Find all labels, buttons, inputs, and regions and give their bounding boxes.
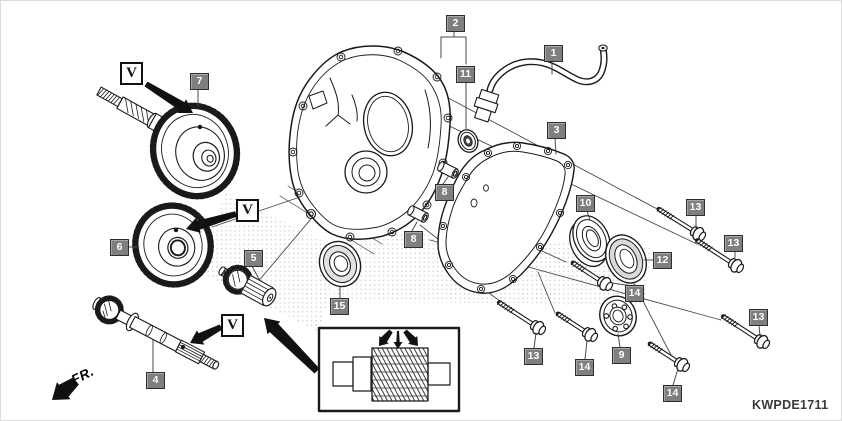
callout-label-14[interactable]: 14 xyxy=(625,285,644,302)
pinion-gear-5 xyxy=(218,264,277,307)
view-marker-v-2[interactable]: V xyxy=(236,199,259,222)
pointer-arrow xyxy=(264,318,320,374)
callout-label-2[interactable]: 2 xyxy=(446,15,465,32)
countershaft-gear-7 xyxy=(96,86,241,200)
callout-label-12[interactable]: 12 xyxy=(653,252,672,269)
diagram-code: KWPDE1711 xyxy=(752,398,829,412)
view-marker-v-1[interactable]: V xyxy=(120,62,143,85)
callout-label-13[interactable]: 13 xyxy=(749,309,768,326)
pointer-arrows xyxy=(52,81,418,400)
callout-label-15[interactable]: 15 xyxy=(330,298,349,315)
callout-label-1[interactable]: 1 xyxy=(544,45,563,62)
cover-gasket xyxy=(437,141,575,294)
callout-label-6[interactable]: 6 xyxy=(110,239,129,256)
gear-6 xyxy=(132,202,214,288)
bolt-14b xyxy=(554,308,600,345)
callout-label-7[interactable]: 7 xyxy=(190,73,209,90)
view-marker-v-3[interactable]: V xyxy=(221,314,244,337)
callout-label-5[interactable]: 5 xyxy=(244,250,263,267)
bearing-10 xyxy=(569,215,611,268)
oil-seal-12 xyxy=(605,234,647,284)
bearing-15 xyxy=(318,240,362,288)
dowel-pin-8a xyxy=(437,161,459,179)
callout-label-13[interactable]: 13 xyxy=(686,199,705,216)
pointer-arrow xyxy=(144,81,193,113)
pointer-arrow xyxy=(190,324,223,345)
callout-label-4[interactable]: 4 xyxy=(146,372,165,389)
transmission-cover xyxy=(288,45,453,242)
callout-label-13[interactable]: 13 xyxy=(524,348,543,365)
callout-label-11[interactable]: 11 xyxy=(456,66,475,83)
dowel-pin-8b xyxy=(407,205,429,223)
oil-seal-11 xyxy=(457,129,479,153)
callout-label-9[interactable]: 9 xyxy=(612,347,631,364)
bearing-9 xyxy=(599,295,637,337)
callout-label-8[interactable]: 8 xyxy=(404,231,423,248)
pointer-arrow xyxy=(52,377,79,400)
callout-label-14[interactable]: 14 xyxy=(663,385,682,402)
knurl-detail-inset xyxy=(317,326,461,413)
breather-tube xyxy=(473,44,608,123)
pointer-arrow xyxy=(186,211,237,233)
bolt-14c xyxy=(646,338,692,375)
callout-label-8[interactable]: 8 xyxy=(435,184,454,201)
callout-label-10[interactable]: 10 xyxy=(576,195,595,212)
callout-label-14[interactable]: 14 xyxy=(575,359,594,376)
pointer-arrow xyxy=(379,329,393,346)
pointer-arrow xyxy=(393,331,403,349)
pointer-arrow xyxy=(403,329,418,346)
callout-label-13[interactable]: 13 xyxy=(724,235,743,252)
mainshaft-4 xyxy=(92,295,220,370)
callout-label-3[interactable]: 3 xyxy=(547,122,566,139)
